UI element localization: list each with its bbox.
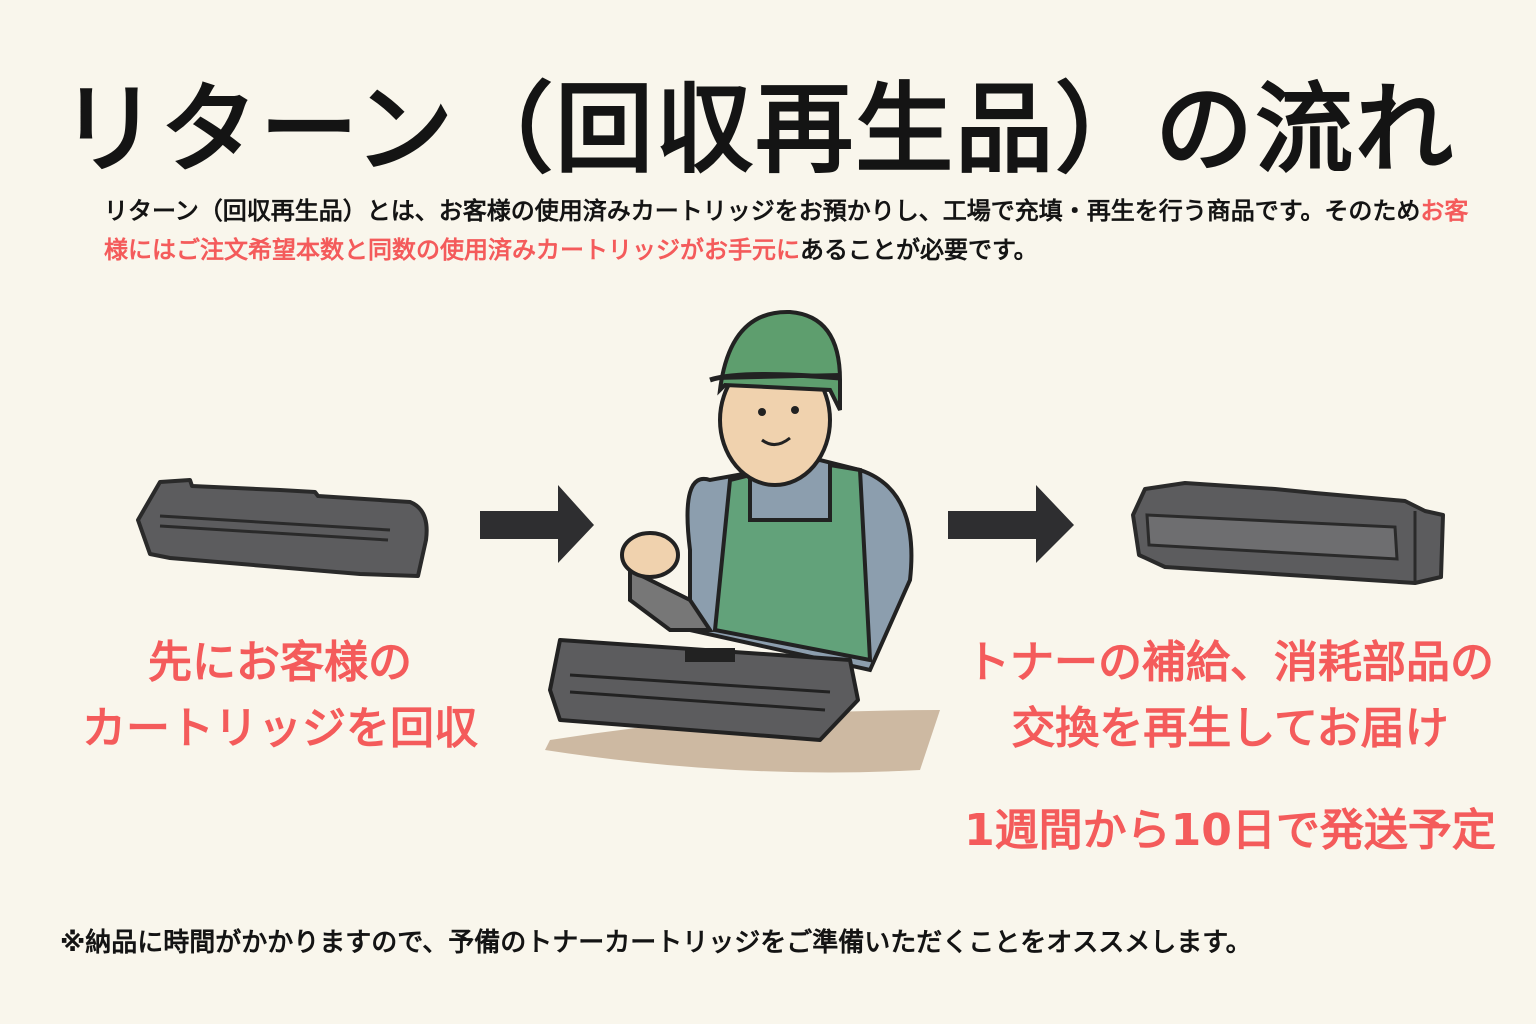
step2-line1: トナーの補給、消耗部品の bbox=[966, 637, 1494, 688]
step1-caption: 先にお客様の カートリッジを回収 bbox=[40, 630, 520, 762]
step2-line2: 交換を再生してお届け bbox=[1011, 703, 1449, 754]
worker-illustration bbox=[545, 309, 940, 773]
used-cartridge-illustration bbox=[136, 478, 429, 578]
intro-highlight: お客様にはご注文希望本数と同数の使用済みカートリッジがお手元に bbox=[104, 197, 1469, 264]
intro-text: リターン（回収再生品）とは、お客様の使用済みカートリッジをお預かりし、工場で充填… bbox=[104, 192, 1484, 270]
page-title: リターン（回収再生品）の流れ bbox=[60, 73, 1456, 187]
refilled-cartridge-illustration bbox=[1131, 481, 1445, 585]
step2-caption: トナーの補給、消耗部品の 交換を再生してお届け bbox=[930, 630, 1530, 762]
arrow-right-icon bbox=[948, 485, 1074, 563]
footnote: ※納品に時間がかかりますので、予備のトナーカートリッジをご準備いただくことをオス… bbox=[60, 928, 1252, 958]
arrow-right-icon bbox=[480, 485, 594, 563]
step1-line2: カートリッジを回収 bbox=[82, 703, 478, 754]
step1-line1: 先にお客様の bbox=[148, 637, 412, 688]
intro-part2: あることが必要です。 bbox=[800, 236, 1038, 264]
intro-part1: リターン（回収再生品）とは、お客様の使用済みカートリッジをお預かりし、工場で充填… bbox=[104, 197, 1421, 225]
shipping-estimate: 1週間から10日で発送予定 bbox=[964, 805, 1496, 856]
